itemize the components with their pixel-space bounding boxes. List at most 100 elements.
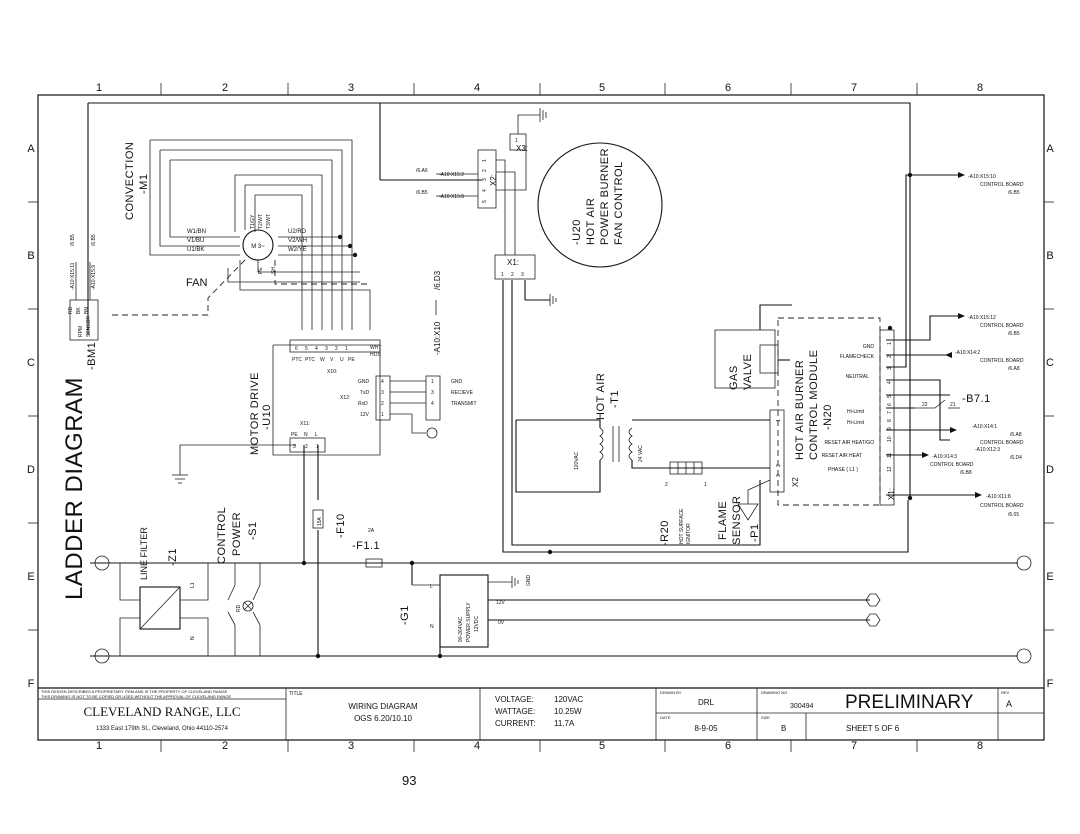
column-ticks: [28, 83, 1054, 752]
xref-4-signal: -A10:X14:1: [972, 424, 997, 430]
tb-company: CLEVELAND RANGE, LLC: [83, 704, 240, 719]
b71-pin-21: 21: [950, 402, 956, 408]
n20-x1-pin-1: 1: [887, 342, 893, 345]
bm1-xref2-loc: /6.B5: [91, 234, 97, 246]
tb-current: 11.7A: [554, 719, 575, 728]
bm1-xref1: -A10:X15:11: [70, 262, 76, 290]
m1-pin-pe: PE: [258, 267, 264, 274]
col-label-bottom-3: 3: [348, 740, 354, 752]
f10-ref: -F10: [335, 513, 347, 538]
g1-ref: -G1: [399, 605, 411, 625]
bm1-xref1-loc: /6.B5: [70, 234, 76, 246]
bm1-label-sensor: SENSOR: [86, 315, 92, 337]
tb-wattage-label: WATTAGE:: [495, 707, 535, 716]
u10-wht: WHT: [370, 345, 381, 351]
b71-pin-22: 22: [922, 402, 928, 408]
bm1-wire-bn: BN: [84, 307, 90, 314]
row-label-left-f: F: [28, 678, 35, 690]
u20-x2-pin-5: 5: [482, 200, 488, 203]
col-label-top-8: 8: [977, 82, 983, 94]
bm1-xref2: -A10:X15:9: [91, 265, 97, 290]
motor-m1: [108, 139, 371, 330]
n20-x2-pin-1: 1: [776, 419, 782, 422]
u20-x3-label: X3:: [516, 144, 528, 153]
z1-pin-n: N: [190, 636, 196, 640]
line-filter-z1: [94, 555, 235, 664]
b71-ref: -B7.1: [962, 393, 991, 405]
g1-line3: 12VDC: [474, 615, 480, 632]
u10-x11-pe: PE: [291, 432, 298, 438]
u10-x12-gnd: GND: [358, 379, 370, 385]
col-label-bottom-5: 5: [599, 740, 605, 752]
tb-drawing-no-label: DRAWING NO: [761, 690, 787, 695]
z1-ref: -Z1: [167, 548, 179, 566]
tb-title1: WIRING DIAGRAM: [348, 702, 418, 711]
xref-7-loc: /6.05: [1008, 512, 1019, 518]
tb-rev-label: REV: [1001, 690, 1010, 695]
u10-x10-pin-1: 1: [345, 346, 348, 352]
m1-ref: -M1: [138, 174, 150, 194]
xref-4-loc: /6.A8: [1010, 432, 1022, 438]
t1-secondary: 24 VAC: [638, 445, 644, 462]
r20-ref: -R20: [659, 520, 671, 546]
control-module-n20: [769, 317, 895, 506]
n20-x1-pin-7: 7: [887, 411, 893, 414]
tb-size: B: [781, 724, 786, 733]
u10-x11-pin-1: 1: [316, 444, 319, 450]
u10-ext-pin-4: 4: [431, 401, 434, 407]
n20-x1-pin-4: 4: [887, 381, 893, 384]
t1-name: HOT AIR: [595, 373, 607, 420]
junction-dots: [301, 172, 913, 659]
n20-x2-pin-3: 3: [776, 474, 782, 477]
xref-4-dest: CONTROL BOARD: [980, 440, 1024, 446]
col-label-top-2: 2: [222, 82, 228, 94]
n20-term-phase: PHASE ( L1 ): [828, 467, 858, 473]
u10-x10-name-ptc1: PTC: [292, 357, 302, 363]
u20-x1-pin-1: 1: [501, 272, 504, 278]
n20-ref: -N20: [822, 404, 834, 430]
col-label-top-3: 3: [348, 82, 354, 94]
col-label-top-6: 6: [725, 82, 731, 94]
u20-x2-label: X2:: [489, 174, 498, 186]
n20-term-reset-go: RESET AIR HEAT/GO: [824, 440, 874, 446]
row-label-left-b: B: [27, 250, 34, 262]
motor-drive-u10: [172, 339, 441, 484]
u10-x12-txd: TxD: [360, 390, 370, 396]
n20-x1-pin-10: 10: [887, 436, 893, 442]
drawing-border: [37, 94, 1045, 741]
row-label-right-f: F: [1047, 678, 1054, 690]
tb-drawn-by: DRL: [698, 698, 715, 707]
u20-ref-b5: /6.B5: [416, 190, 428, 196]
col-label-top-1: 1: [96, 82, 102, 94]
rail-end-markers: [865, 555, 1032, 664]
r20-label2: IGNITOR: [686, 523, 692, 544]
u10-x11-pin-3: 3: [293, 444, 296, 450]
n20-term-hilimit1: Hi-Limit: [847, 409, 865, 415]
u10-x12-pin-4: 4: [381, 379, 384, 385]
xref-5-loc: /6.D4: [1010, 455, 1022, 461]
s1-ref: -S1: [247, 521, 259, 540]
row-label-left-a: A: [27, 143, 35, 155]
u20-x1-label: X1:: [507, 258, 519, 267]
t1-ref: -T1: [609, 390, 621, 408]
z1-name: LINE FILTER: [139, 527, 149, 580]
fuse-f10-icon: [312, 509, 324, 529]
tb-address: 1333 East 179th St., Cleveland, Ohio 441…: [96, 726, 229, 732]
u10-name: MOTOR DRIVE: [249, 372, 261, 455]
control-power-switch-s1: [227, 563, 261, 656]
r20-ignitor-segments: [677, 462, 695, 474]
tb-current-label: CURRENT:: [495, 719, 535, 728]
row-label-left-c: C: [27, 357, 35, 369]
power-supply-g1: [412, 574, 519, 648]
u20-line-fan-control: FAN CONTROL: [613, 161, 625, 245]
u10-hos: HOS: [370, 352, 382, 358]
gas-valve-line2: VALVE: [742, 354, 754, 390]
g1-gnd: GND: [526, 575, 532, 587]
col-label-bottom-4: 4: [474, 740, 480, 752]
u20-x1-pin-3: 3: [521, 272, 524, 278]
xref-2-dest: CONTROL BOARD: [980, 323, 1024, 329]
tb-drawing-no: 300494: [790, 703, 813, 710]
xref-arrows: [922, 172, 982, 498]
title-block: [38, 687, 1044, 740]
row-label-right-b: B: [1046, 250, 1053, 262]
